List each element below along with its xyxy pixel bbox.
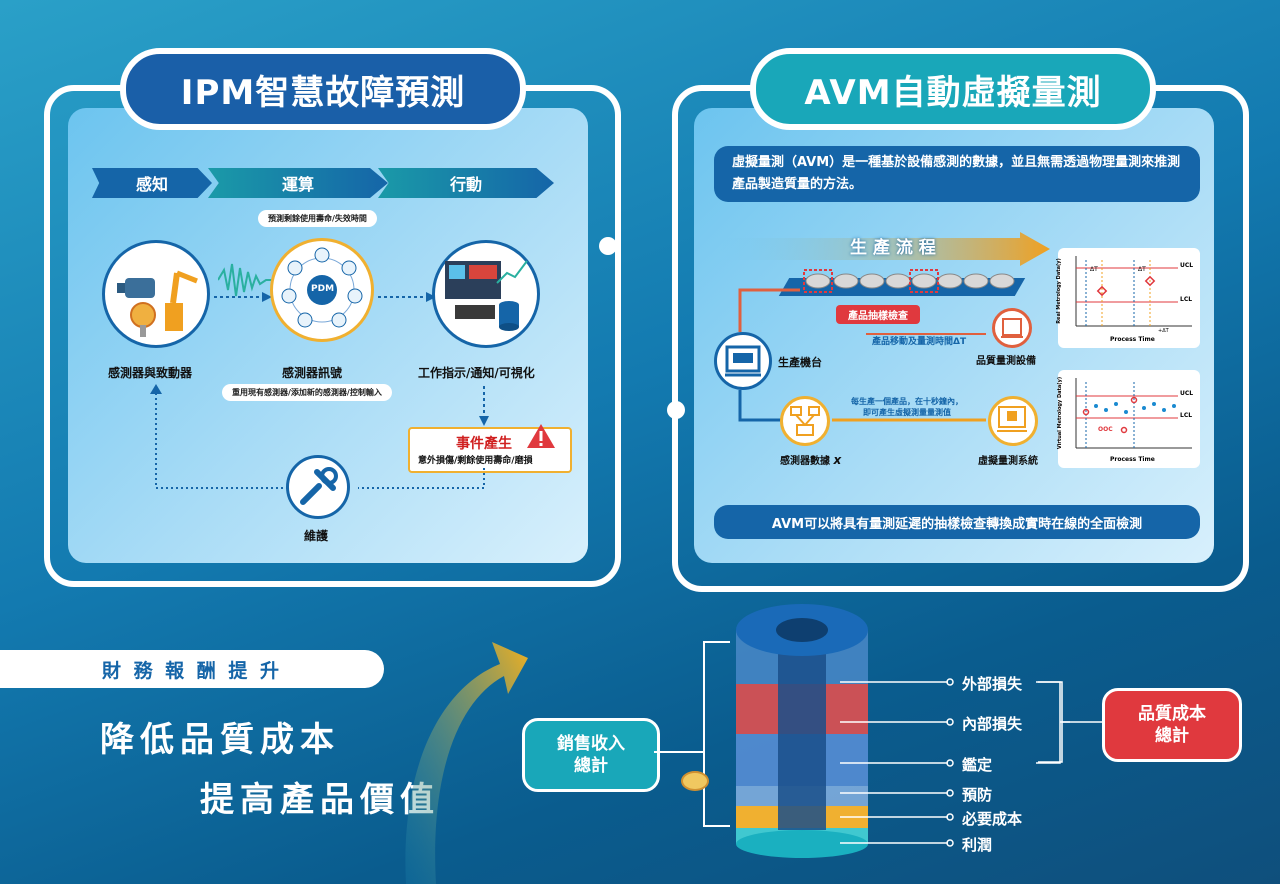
vm-system-label: 虛擬量測系統: [978, 456, 1038, 467]
maintenance-loop: [150, 384, 485, 489]
avm-bottom-bar: AVM可以將具有量測延遲的抽樣檢查轉換成實時在線的全面檢測: [714, 505, 1200, 539]
wrench-icon: [300, 467, 338, 505]
pdm-circle: PDM: [270, 238, 374, 342]
cost-cylinder: [736, 604, 868, 858]
layer-leader-lines: [840, 678, 1070, 847]
top-dt-label-1: ΔT: [1090, 266, 1098, 273]
bottom-ylabel: Virtual Metrology Data(y): [1057, 376, 1064, 450]
step-sense: 感知: [92, 168, 212, 198]
top-plus-dt-label: +ΔT: [1158, 328, 1169, 334]
bottom-ucl-label: UCL: [1180, 390, 1194, 397]
wafer-stack: [803, 269, 1015, 293]
step-sense-label: 感知: [135, 175, 168, 194]
bottom-ooc-label: OOC: [1098, 426, 1113, 433]
virtual-metrology-chart: UCL LCL OOC Process Time Virtual Metrolo…: [1057, 370, 1200, 468]
sales-bracket: [654, 641, 730, 827]
pdm-network-icon: [281, 247, 363, 328]
top-dt-label-2: ΔT: [1138, 266, 1146, 273]
pdm-label: PDM: [311, 284, 335, 294]
sales-total-line-1: 銷售收入: [557, 734, 625, 754]
vm-system-circle: [988, 396, 1038, 446]
layer-profit: 利潤: [962, 836, 993, 854]
real-metrology-plot: [1075, 256, 1192, 327]
avm-title: AVM自動虛擬量測: [750, 48, 1156, 130]
sales-total-line-2: 總計: [574, 756, 608, 776]
layer-prevention: 預防: [962, 786, 993, 804]
bottom-xlabel: Process Time: [1110, 456, 1155, 463]
coin-icon: [681, 771, 709, 791]
finance-line-1: 降低品質成本: [100, 720, 340, 760]
event-box: 事件產生 意外損傷/剩餘使用壽命/磨損: [408, 424, 572, 473]
flow-label: 生 產 流 程: [850, 238, 936, 258]
sensor-data-text: 感測器數據: [780, 456, 830, 467]
step-action: 行動: [378, 168, 554, 198]
vm-note: 每生產一個產品，在十秒鐘內， 即可產生虛擬測量量測值: [842, 396, 972, 418]
top-ylabel: Real Metrology Data(y): [1055, 258, 1062, 324]
sampling-badge: 產品抽樣檢查: [836, 305, 920, 324]
real-metrology-chart: UCL LCL ΔT ΔT +ΔT Process Time Real Metr…: [1055, 248, 1200, 348]
top-lcl-label: LCL: [1180, 296, 1193, 303]
sensor-actuator-label: 感測器與致動器: [108, 366, 193, 380]
finance-line-2: 提高產品價值: [200, 780, 440, 820]
finance-badge: 財 務 報 酬 提 升: [0, 650, 384, 688]
sensor-actuator-circle: [102, 240, 210, 348]
machine-circle: [714, 332, 772, 390]
dotted-arrow-3: [479, 386, 489, 426]
sensor-data-symbol: x: [833, 453, 842, 467]
quality-device-circle: [992, 308, 1032, 348]
quality-cost-line-1: 品質成本: [1138, 704, 1206, 724]
move-time-label: 產品移動及量測時間ΔT: [872, 337, 967, 347]
ipm-top-note: 預測剩餘使用壽命/失效時間: [258, 210, 377, 227]
vm-note-line-2: 即可產生虛擬測量量測值: [863, 408, 951, 417]
ipm-title: IPM智慧故障預測: [120, 48, 526, 130]
vm-note-line-1: 每生產一個產品，在十秒鐘內，: [851, 397, 963, 406]
quality-cost-badge: 品質成本 總計: [1102, 688, 1242, 762]
step-compute: 運算: [208, 168, 388, 198]
top-xlabel: Process Time: [1110, 336, 1155, 343]
dashboard-icon: [445, 260, 528, 331]
machine-label: 生產機台: [778, 356, 822, 369]
sensor-data-circle: [780, 396, 830, 446]
sensor-data-label: 感測器數據 x: [780, 452, 841, 467]
layer-appraisal: 鑑定: [962, 756, 993, 774]
robot-arm-icon: [117, 270, 198, 337]
signal-note: 重用現有感測器/添加新的感測器/控制輸入: [222, 384, 392, 401]
layer-external-loss: 外部損失: [962, 675, 1023, 693]
layer-necessary-cost: 必要成本: [962, 810, 1023, 828]
action-label: 工作指示/通知/可視化: [418, 366, 535, 380]
data-tree-icon: [790, 406, 820, 436]
dotted-arrow-2: [378, 292, 436, 302]
event-text: 意外損傷/剩餘使用壽命/磨損: [418, 456, 533, 466]
production-flow-arrow: [720, 232, 1050, 266]
step-action-label: 行動: [449, 175, 482, 194]
action-circle: [432, 240, 540, 348]
warning-icon: [527, 424, 555, 448]
signal-wave-icon: [218, 263, 274, 297]
vm-system-icon: [997, 406, 1027, 432]
machine-icon: [725, 345, 761, 377]
quality-cost-line-2: 總計: [1155, 726, 1189, 746]
quality-device-label: 品質量測設備: [976, 356, 1036, 367]
maintenance-label: 維護: [304, 529, 329, 543]
avm-description-text: 虛擬量測（AVM）是一種基於設備感測的數據，並且無需透過物理量測來推測產品製造質…: [732, 155, 1181, 192]
event-title: 事件產生: [456, 436, 512, 452]
growth-arrow: [405, 642, 528, 884]
finance-badge-text: 財 務 報 酬 提 升: [101, 659, 283, 682]
top-ucl-label: UCL: [1180, 262, 1194, 269]
step-compute-label: 運算: [281, 175, 314, 194]
maintenance-circle: [286, 455, 350, 519]
sensor-signal-label: 感測器訊號: [282, 366, 343, 380]
dotted-arrow-1: [214, 292, 272, 302]
quality-bracket: [1038, 681, 1104, 763]
avm-connections: [738, 288, 986, 422]
layer-internal-loss: 內部損失: [962, 715, 1023, 733]
measurement-device-icon: [1001, 318, 1023, 338]
avm-bottom-text: AVM可以將具有量測延遲的抽樣檢查轉換成實時在線的全面檢測: [771, 516, 1143, 532]
virtual-metrology-plot: [1075, 378, 1192, 449]
avm-description: 虛擬量測（AVM）是一種基於設備感測的數據，並且無需透過物理量測來推測產品製造質…: [714, 146, 1200, 202]
bottom-lcl-label: LCL: [1180, 412, 1193, 419]
sales-total-badge: 銷售收入 總計: [522, 718, 660, 792]
